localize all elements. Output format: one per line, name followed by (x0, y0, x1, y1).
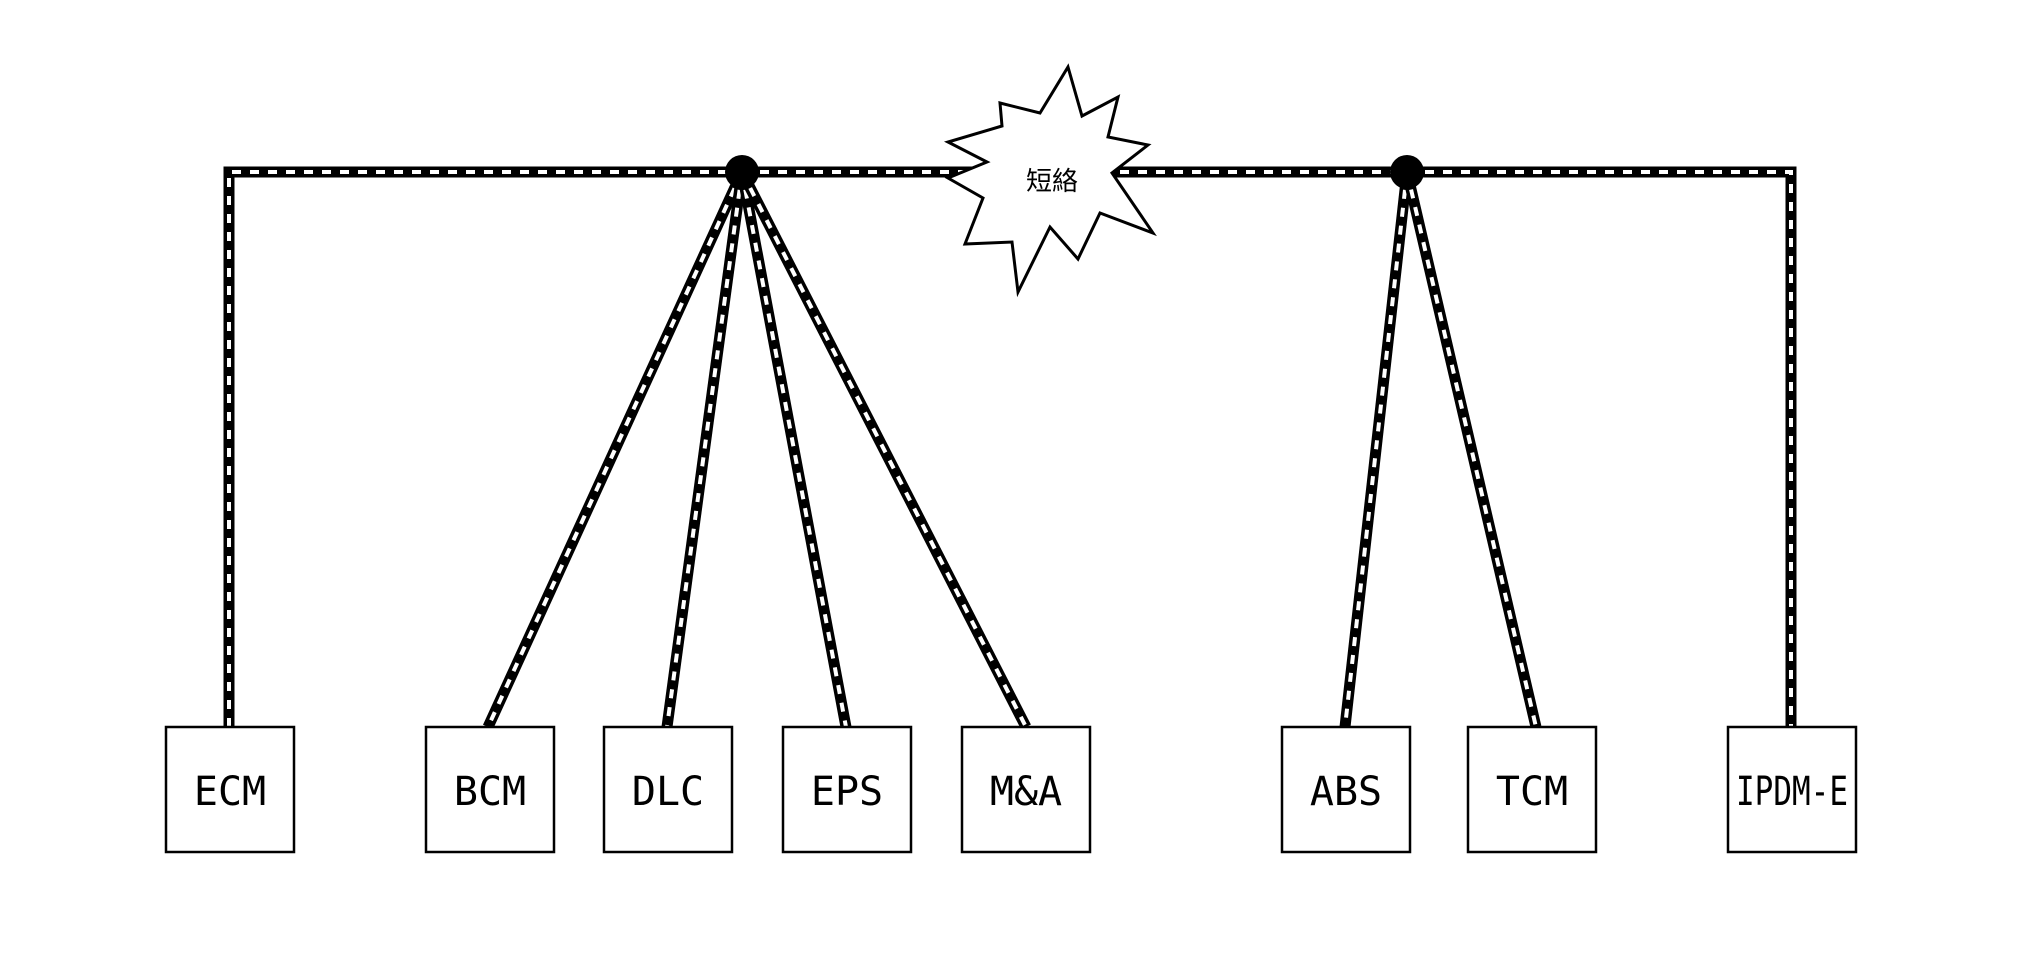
branch-ma-dash (740, 171, 1028, 728)
node-label: EPS (811, 769, 883, 815)
branch-wires-right (1339, 170, 1542, 729)
node-eps: EPS (781, 725, 913, 854)
node-bcm: BCM (424, 725, 556, 854)
node-ipdm-e: IPDM-E (1726, 725, 1858, 854)
fault-burst-shape (943, 63, 1157, 298)
branch-dlc-dash (665, 171, 744, 728)
node-tcm: TCM (1466, 725, 1598, 854)
node-label: ABS (1310, 769, 1382, 815)
junction-left (725, 155, 759, 189)
branch-eps-dash (740, 171, 848, 728)
bus-segment-right (1407, 166, 1797, 727)
node-label: BCM (454, 769, 526, 815)
bus-segment-right-dash (1407, 170, 1793, 727)
node-abs: ABS (1280, 725, 1412, 854)
node-label: M&A (990, 769, 1062, 815)
node-label: IPDM-E (1736, 769, 1848, 815)
bus-wires (223, 166, 1797, 727)
node-boxes: ECM BCM DLC EPS M&A ABS TCM IPDM-E (164, 725, 1858, 854)
junction-right (1390, 155, 1424, 189)
bus-segment-left (223, 166, 742, 727)
node-label: DLC (632, 769, 704, 815)
bus-segment-left-dash (227, 170, 742, 727)
branch-bcm-dash (486, 171, 744, 728)
node-label: ECM (194, 769, 266, 815)
node-dlc: DLC (602, 725, 734, 854)
branch-tcm-dash (1405, 171, 1538, 728)
node-ecm: ECM (164, 725, 296, 854)
fault-label: 短絡 (1026, 167, 1078, 197)
fault-burst: 短絡 (943, 63, 1157, 298)
branch-abs-dash (1343, 171, 1409, 728)
branch-eps (736, 170, 852, 729)
node-ma: M&A (960, 725, 1092, 854)
node-label: TCM (1496, 769, 1568, 815)
branch-tcm (1401, 170, 1542, 729)
branch-wires-left (482, 169, 1031, 730)
